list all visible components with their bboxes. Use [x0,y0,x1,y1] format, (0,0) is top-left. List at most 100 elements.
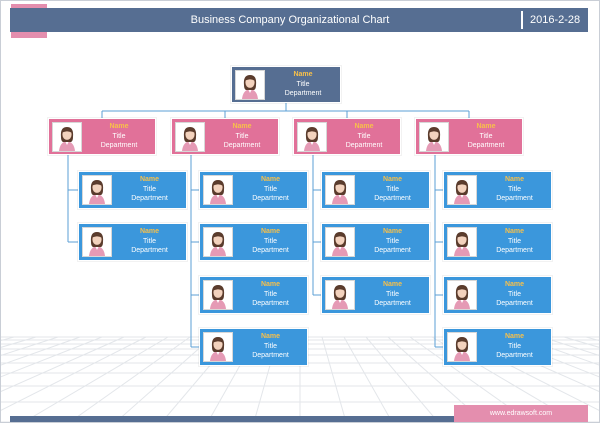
chart-date: 2016-2-28 [530,14,581,26]
node-dept: Department [374,300,411,307]
female-avatar-icon [325,175,355,205]
female-avatar-icon [82,227,112,257]
node-name: Name [232,123,252,130]
header-bar [10,8,588,32]
node-name: Name [139,228,160,235]
female-avatar-icon [203,280,233,310]
node-name: Name [382,176,403,183]
node-title: Title [112,132,126,140]
node-title: Title [264,185,277,193]
node-title: Title [264,237,277,245]
node-title: Title [143,185,156,193]
node-name: Name [476,123,496,130]
node-dept: Department [252,300,289,307]
node-name: Name [293,71,313,78]
node-name: Name [109,123,129,130]
node-name: Name [382,228,403,235]
node-dept: Department [284,90,322,97]
node-title: Title [264,290,277,298]
node-dept: Department [252,352,289,359]
node-dept: Department [496,195,533,202]
node-title: Title [508,185,521,193]
node-title: Title [479,132,493,140]
node-title: Title [357,132,371,140]
female-avatar-icon [52,122,82,152]
node-dept: Department [496,300,533,307]
node-name: Name [260,228,281,235]
node-title: Title [508,237,521,245]
node-dept: Department [252,247,289,254]
female-avatar-icon [203,227,233,257]
node-title: Title [296,80,310,88]
node-name: Name [504,333,525,340]
footer-url: www.edrawsoft.com [454,405,588,422]
female-avatar-icon [447,280,477,310]
node-title: Title [508,342,521,350]
node-title: Title [508,290,521,298]
node-dept: Department [467,142,505,149]
female-avatar-icon [235,70,265,100]
node-name: Name [382,281,403,288]
female-avatar-icon [297,122,327,152]
female-avatar-icon [447,332,477,362]
node-dept: Department [496,247,533,254]
node-dept: Department [100,142,138,149]
node-title: Title [386,185,399,193]
node-dept: Department [496,352,533,359]
node-dept: Department [374,195,411,202]
female-avatar-icon [447,175,477,205]
node-name: Name [260,281,281,288]
node-dept: Department [374,247,411,254]
chart-title: Business Company Organizational Chart [190,14,390,26]
node-title: Title [235,132,249,140]
node-title: Title [143,237,156,245]
node-dept: Department [252,195,289,202]
node-dept: Department [223,142,261,149]
node-name: Name [504,281,525,288]
node-dept: Department [345,142,383,149]
female-avatar-icon [203,175,233,205]
node-name: Name [139,176,160,183]
node-title: Title [386,290,399,298]
node-name: Name [260,176,281,183]
female-avatar-icon [447,227,477,257]
header-divider [521,11,523,29]
female-avatar-icon [82,175,112,205]
female-avatar-icon [419,122,449,152]
